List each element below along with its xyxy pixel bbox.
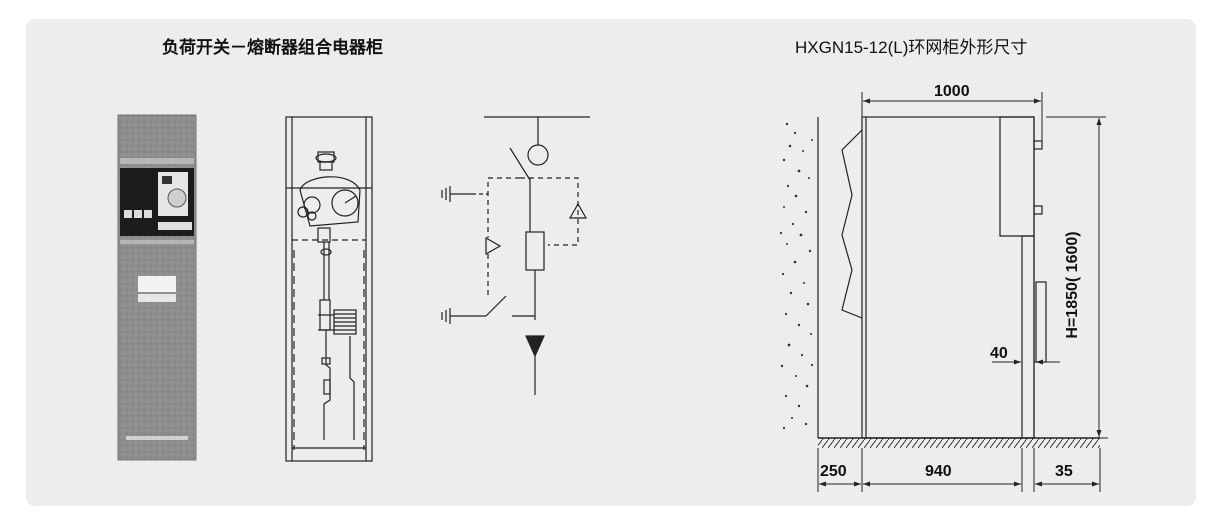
cabinet-front-view: [117, 114, 197, 461]
cabinet-top-band: [120, 158, 194, 164]
floor-hatch: [818, 438, 1100, 448]
striker-symbol: [568, 202, 588, 219]
nameplate: [158, 222, 192, 230]
left-figure-title: 负荷开关－熔断器组合电器柜: [162, 38, 383, 57]
label-plate-upper: [138, 276, 176, 292]
dim-bottom-middle: 940: [925, 463, 952, 480]
dim-width-1000: 1000: [934, 83, 970, 100]
wall-texture: [779, 122, 814, 430]
cabinet-door: [1021, 235, 1035, 439]
fuse-symbol: [525, 231, 545, 271]
right-figure-title: HXGN15-12(L)环网柜外形尺寸: [795, 38, 1028, 57]
rear-cable-channel: [841, 129, 863, 319]
dim-door-offset: 40: [990, 345, 1008, 362]
door-handle: [1035, 281, 1047, 363]
single-line-schematic: [441, 116, 590, 395]
indicator-symbol: [527, 144, 549, 166]
cable-terminal-arrow: [525, 335, 545, 358]
dim-height: H=1850( 1600): [1064, 231, 1081, 339]
earthing-switch-blade: [485, 295, 507, 317]
cabinet-section-view: [285, 116, 373, 462]
label-plate-lower: [138, 294, 176, 302]
dim-bottom-left: 250: [820, 463, 847, 480]
load-switch-blade: [509, 147, 531, 181]
dim-bottom-right: 35: [1055, 463, 1073, 480]
trip-symbol: [485, 236, 502, 256]
outline-dimension-drawing: [779, 92, 1108, 492]
cabinet-outline: [861, 116, 1035, 439]
